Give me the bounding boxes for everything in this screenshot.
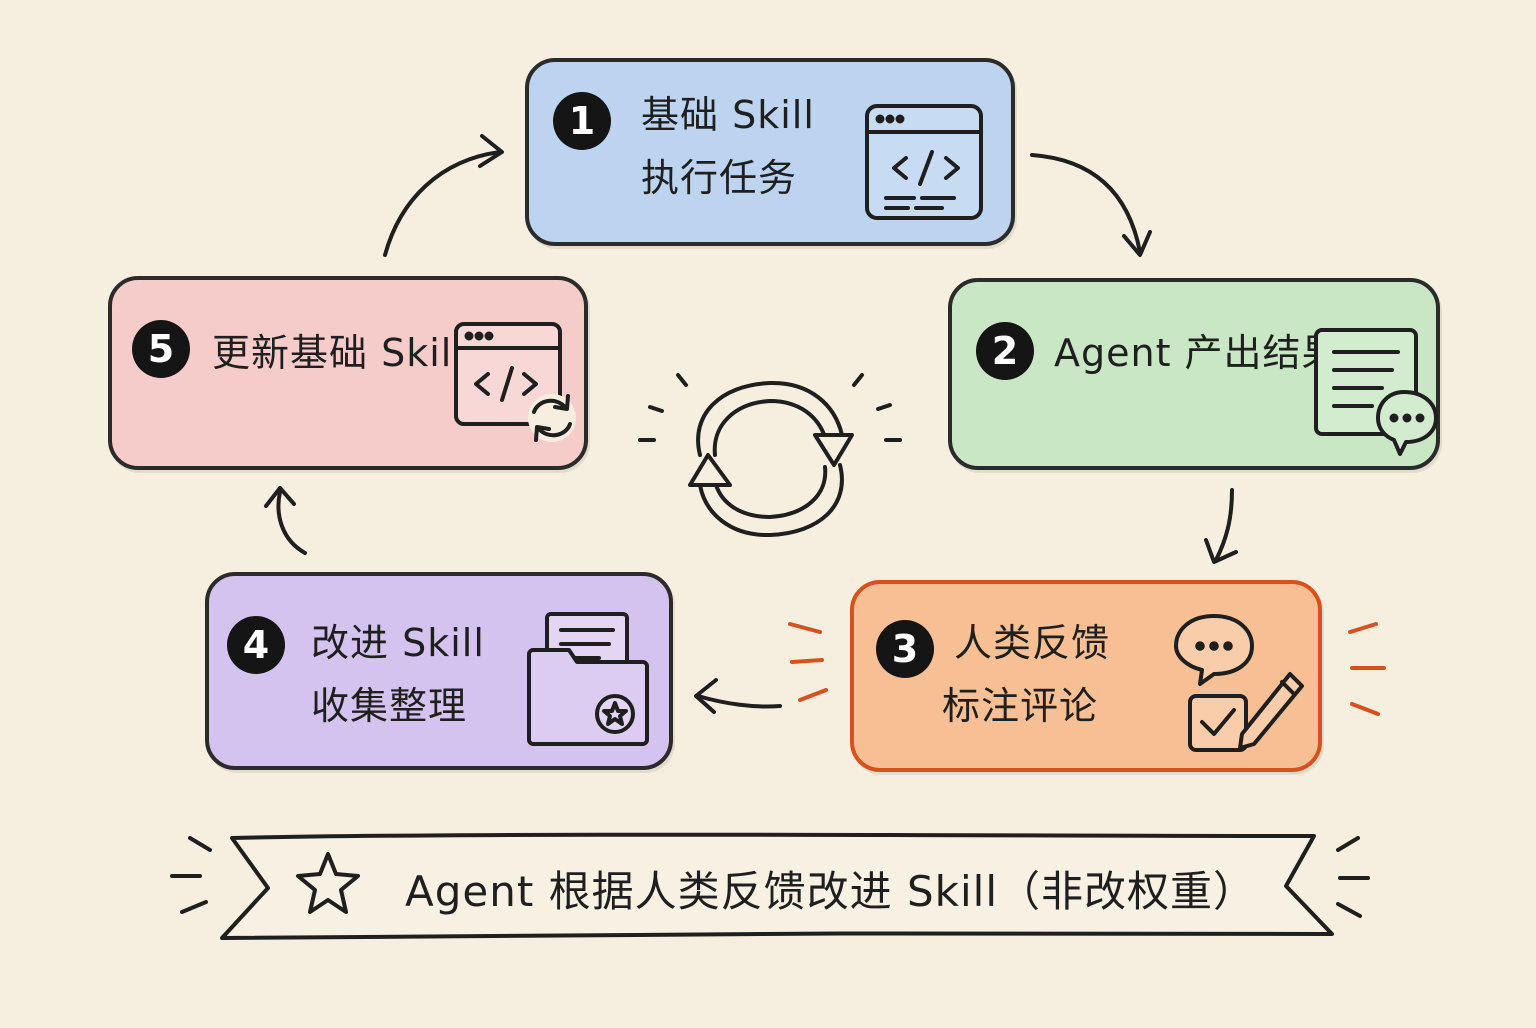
step-label: 更新基础 Skill [212,322,464,385]
folder-star-icon [525,610,655,750]
step-label: Agent 产出结果 [1054,322,1341,385]
step-number-badge: 3 [876,620,934,678]
step-1-card: 1 基础 Skill 执行任务 [525,58,1015,246]
step-label-line2: 执行任务 [641,155,798,200]
step-number-badge: 2 [976,322,1034,380]
step-label: 改进 Skill 收集整理 [311,612,485,737]
step-label: 人类反馈 标注评论 [942,612,1111,737]
step-5-card: 5 更新基础 Skill [108,276,588,470]
banner-spark-marks [170,836,1370,918]
document-chat-icon [1312,326,1442,456]
step-3-card: 3 人类反馈 标注评论 [850,580,1322,772]
step-number-badge: 1 [553,92,611,150]
step-4-card: 4 改进 Skill 收集整理 [205,572,673,770]
step-label: 基础 Skill 执行任务 [641,84,815,209]
chat-edit-check-icon [1170,610,1320,760]
step-label-line1: 人类反馈 [954,621,1111,665]
step-number-badge: 5 [132,320,190,378]
step-label-line1: 基础 Skill [641,93,815,137]
step-label-line2: 收集整理 [311,683,468,728]
code-window-refresh-icon [452,320,582,450]
step-label-line1: 更新基础 Skill [212,331,464,375]
banner-text: Agent 根据人类反馈改进 Skill（非改权重） [405,867,1257,916]
step-label-line1: Agent 产出结果 [1054,331,1341,375]
step-2-card: 2 Agent 产出结果 [948,278,1440,470]
step-label-line2: 标注评论 [942,683,1099,728]
cycle-arrows-icon [620,355,920,555]
red-spark-marks [788,622,1386,716]
code-window-icon [864,100,984,220]
step-number-badge: 4 [227,616,285,674]
step-label-line1: 改进 Skill [311,621,485,665]
